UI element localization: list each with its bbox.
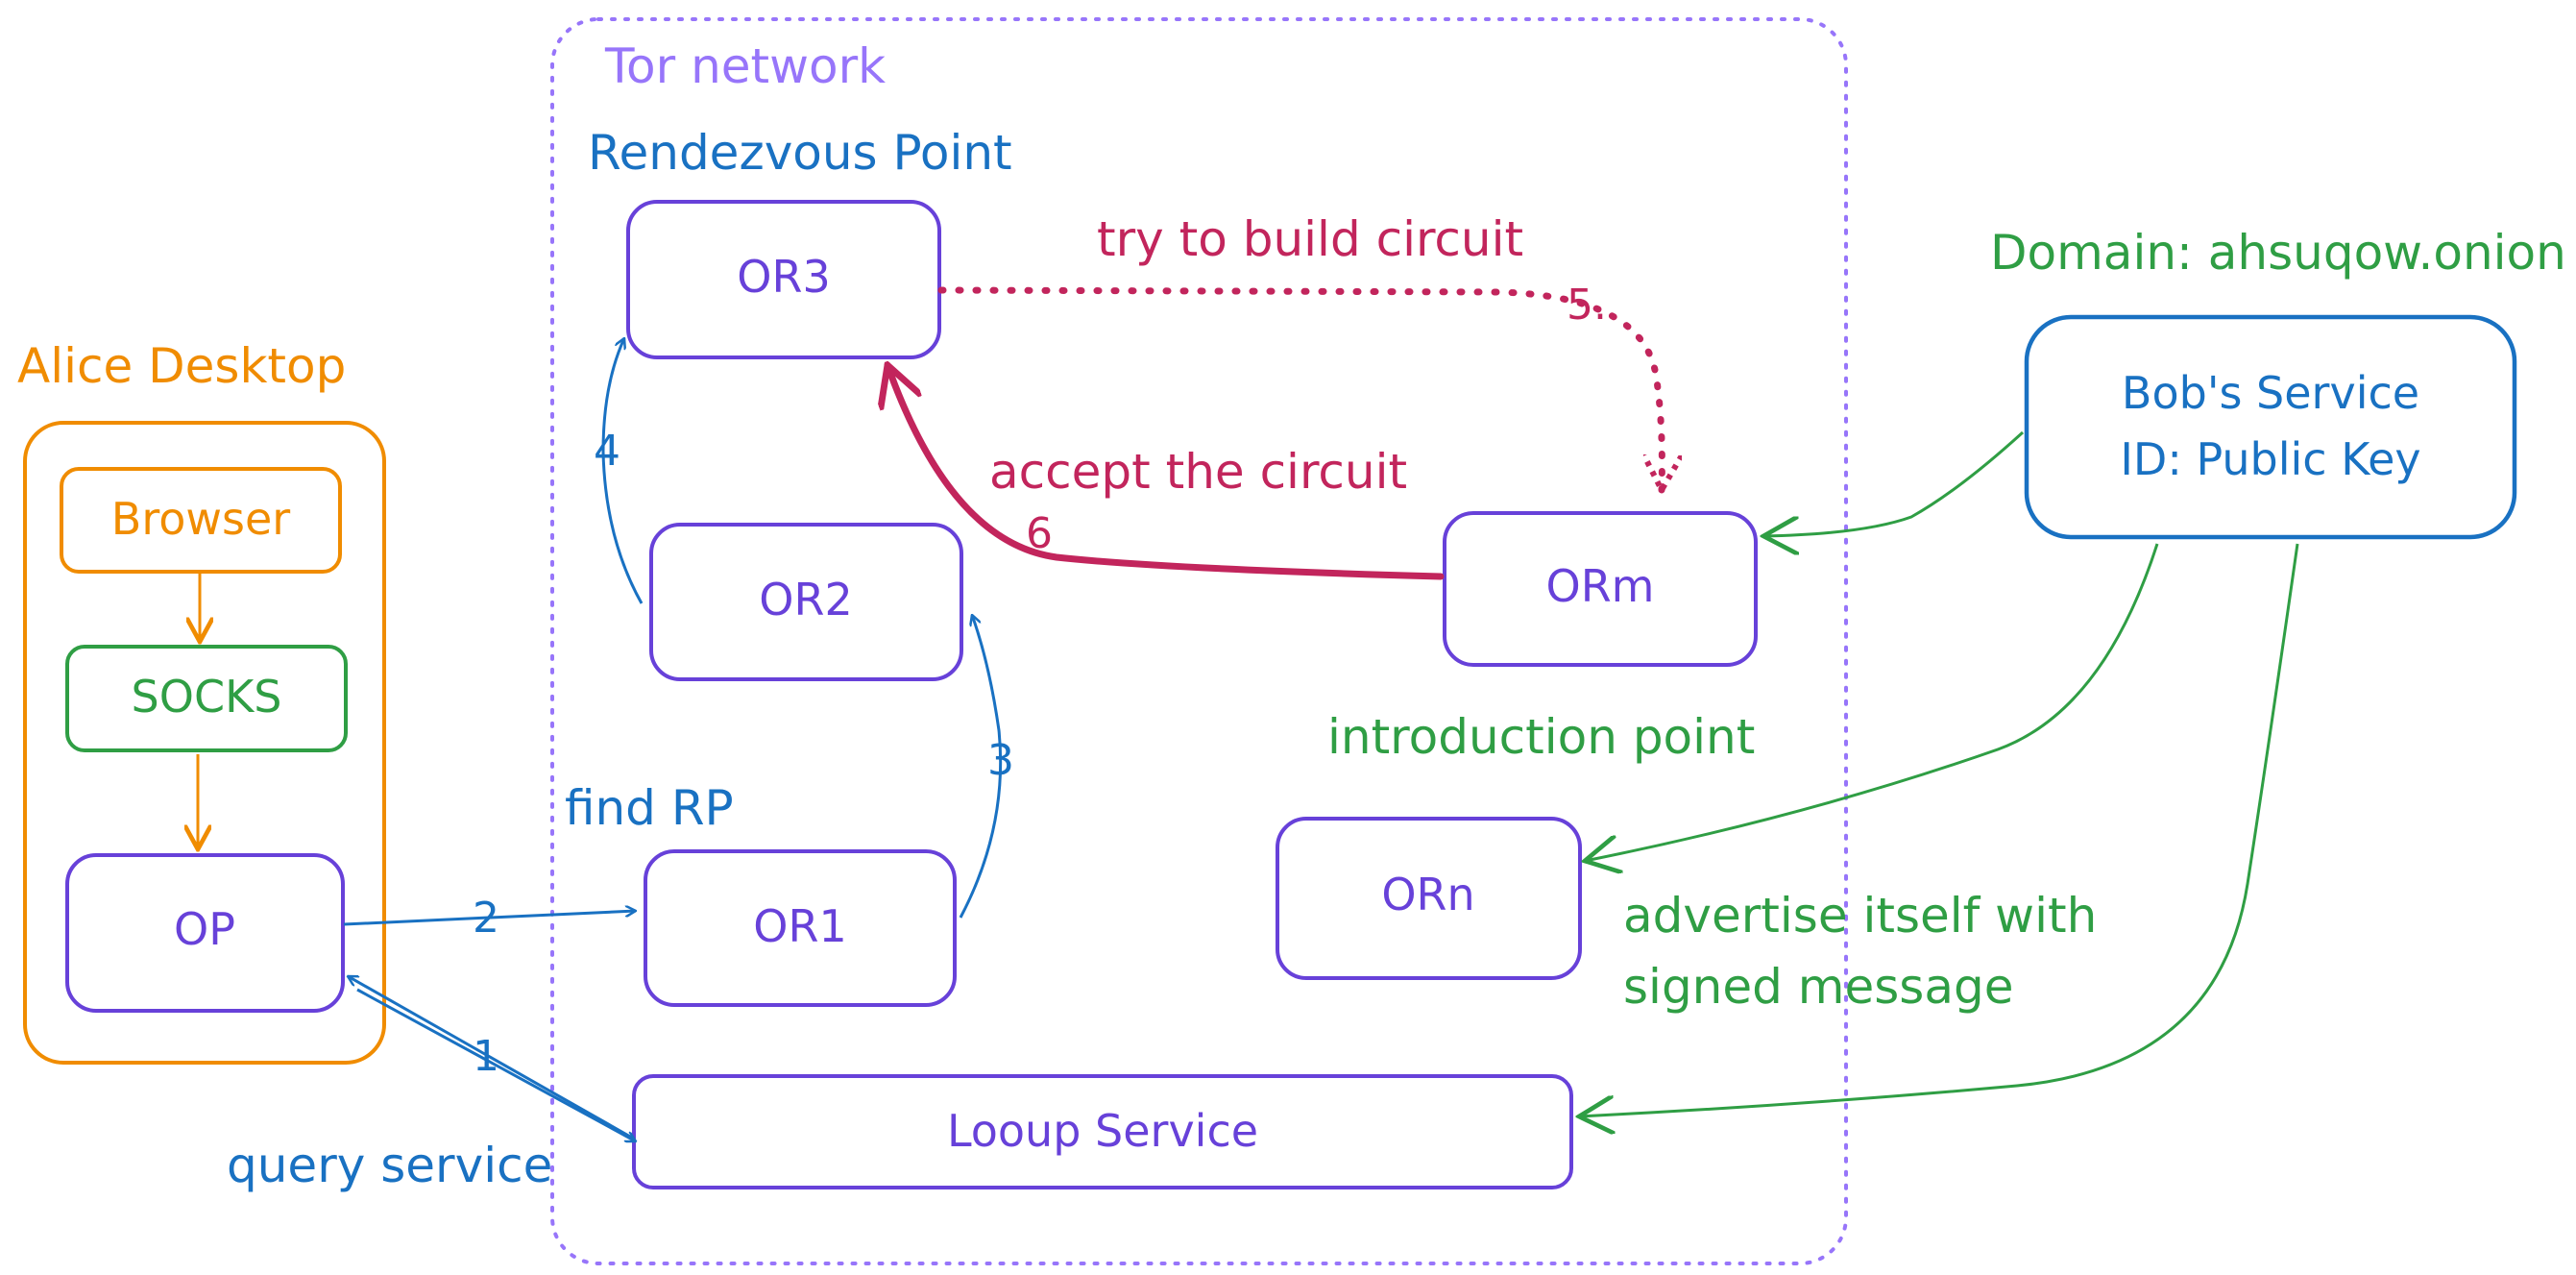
advertise-line1: advertise itself with	[1623, 888, 2097, 944]
op-node	[65, 853, 345, 1013]
domain-label: Domain: ahsuqow.onion	[1990, 225, 2566, 281]
step-5-label: 5.	[1567, 281, 1607, 330]
step-2-label: 2	[473, 894, 499, 943]
arrow-or1-to-or2	[959, 615, 1003, 919]
or1-label: OR1	[753, 900, 846, 952]
bob-service-line2: ID: Public Key	[2120, 433, 2420, 485]
or3-node	[626, 200, 941, 359]
lookup-service-label: Looup Service	[947, 1105, 1258, 1157]
or3-label: OR3	[737, 251, 830, 303]
arrow-orm-to-or3	[887, 365, 1445, 580]
step-4-label: 4	[594, 427, 620, 476]
find-rp-label: find RP	[565, 780, 734, 836]
try-build-label: try to build circuit	[1097, 211, 1523, 267]
browser-label: Browser	[111, 493, 290, 545]
tor-network-label: Tor network	[604, 38, 886, 94]
advertise-line2: signed message	[1623, 959, 2013, 1015]
socks-label: SOCKS	[132, 671, 282, 723]
rendezvous-point-label: Rendezvous Point	[588, 125, 1012, 181]
step-6-label: 6	[1026, 509, 1053, 558]
arrow-op-to-lookup	[356, 988, 636, 1143]
or2-label: OR2	[759, 574, 852, 625]
accept-circuit-label: accept the circuit	[989, 444, 1407, 500]
arrow-bob-to-lookup	[1579, 543, 2299, 1116]
socks-node	[65, 645, 348, 752]
tor-network-region	[550, 17, 1848, 1265]
arrow-or2-to-or3	[601, 338, 644, 604]
query-service-label: query service	[227, 1138, 552, 1193]
alice-desktop-label: Alice Desktop	[17, 338, 346, 394]
arrow-bob-to-orm	[1763, 430, 2025, 536]
orm-label: ORm	[1546, 560, 1655, 612]
orn-node	[1276, 817, 1582, 980]
bob-service-line1: Bob's Service	[2122, 367, 2419, 419]
browser-node	[60, 467, 342, 574]
arrow-op-to-or1	[343, 911, 636, 926]
or2-node	[649, 523, 963, 681]
bob-service-node	[2024, 314, 2517, 540]
op-label: OP	[174, 903, 235, 955]
step-1-label: 1	[473, 1032, 499, 1081]
arrow-bob-to-orn	[1585, 543, 2159, 861]
alice-desktop-region	[23, 421, 386, 1065]
step-3-label: 3	[987, 736, 1014, 785]
or1-node	[644, 849, 957, 1007]
arrow-lookup-to-op	[348, 974, 633, 1140]
orm-node	[1443, 511, 1758, 667]
introduction-point-label: introduction point	[1327, 709, 1755, 765]
orn-label: ORn	[1381, 869, 1474, 920]
